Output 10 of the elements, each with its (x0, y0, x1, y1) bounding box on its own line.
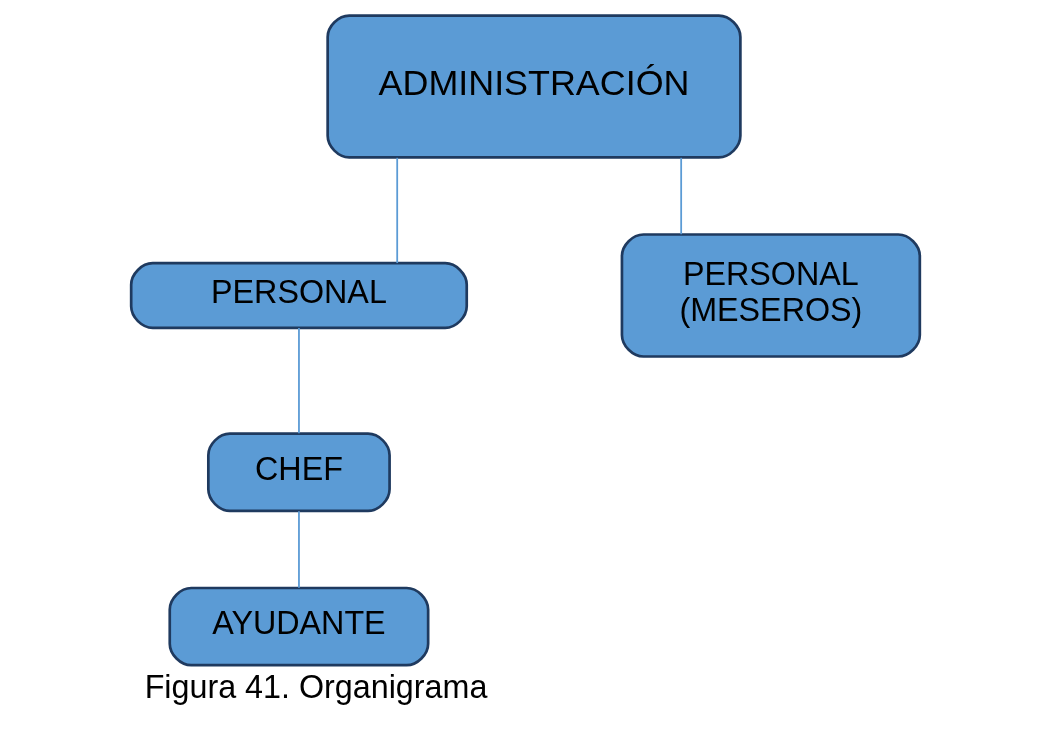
connector (679, 156, 682, 236)
node-box: CHEF (206, 432, 391, 513)
connector (297, 327, 300, 435)
node-box: PERSONAL (129, 261, 468, 330)
node-box: PERSONAL (MESEROS) (620, 233, 921, 358)
connector (395, 156, 398, 264)
connector (297, 510, 300, 589)
node-box: AYUDANTE (167, 586, 429, 667)
caption: Figura 41. Organigrama (144, 669, 487, 706)
node-box: ADMINISTRACIÓN (325, 14, 742, 159)
